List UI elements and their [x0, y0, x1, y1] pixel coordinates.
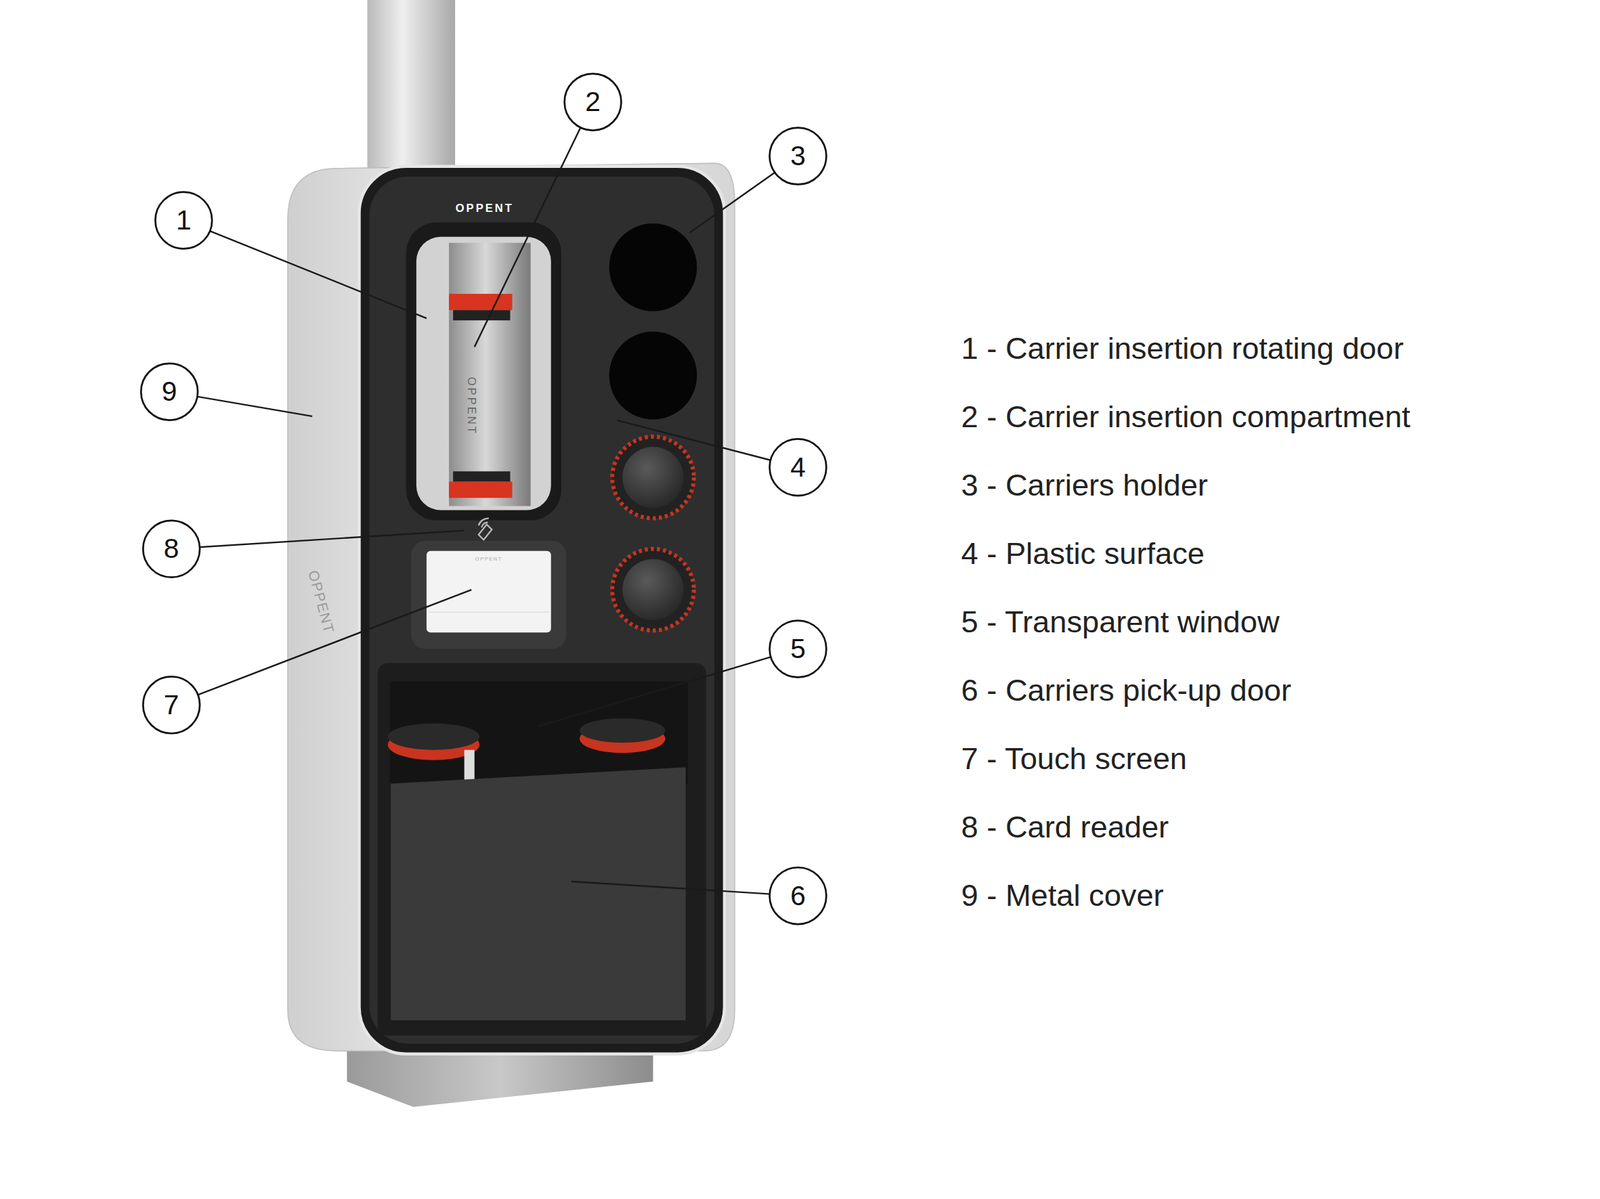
carrier-brand: OPPENT [465, 377, 478, 436]
screen-line [428, 611, 550, 613]
callout-circle: 5 [768, 619, 828, 679]
carrier-ring [448, 293, 512, 311]
carrier-knob [622, 446, 684, 508]
pole [367, 0, 456, 179]
callout-number: 8 [141, 519, 201, 579]
carrier-compartment [448, 243, 531, 507]
callout-circle: 7 [141, 675, 201, 735]
legend-entry: 2 - Carrier insertion compartment [961, 402, 1411, 433]
legend-entry: 9 - Metal cover [961, 880, 1164, 912]
callout-number: 6 [768, 866, 828, 925]
legend-entry: 4 - Plastic surface [961, 538, 1205, 570]
callout-number: 4 [768, 438, 828, 497]
leader-line [537, 648, 798, 727]
callout-number: 2 [563, 72, 623, 132]
callout-circle: 4 [768, 438, 828, 497]
touch-screen-housing [411, 541, 567, 650]
carrier-ring [452, 310, 510, 321]
callout-circle: 2 [563, 72, 623, 132]
carrier-ring [448, 481, 512, 498]
callout-circle: 8 [141, 519, 201, 579]
touch-screen [426, 551, 552, 634]
callout-number: 3 [768, 126, 828, 186]
carrier-knob [612, 549, 695, 632]
leader-line [474, 102, 594, 348]
carrier-knob [612, 436, 695, 519]
insertion-slot [406, 222, 562, 521]
callout-circle: 1 [154, 190, 214, 250]
legend-entry: 3 - Carriers holder [961, 470, 1208, 502]
callout-number: 7 [141, 675, 201, 735]
callout-number: 1 [154, 190, 214, 250]
bottom-bay [377, 663, 707, 1036]
callout-circle: 6 [768, 866, 828, 925]
carrier-hole [609, 223, 698, 312]
front-frame [358, 166, 725, 1055]
leader-line [571, 881, 799, 896]
legend-entry: 8 - Card reader [961, 812, 1170, 843]
carrier [579, 718, 666, 743]
card-reader-icon [478, 518, 493, 541]
leader-line [171, 530, 465, 550]
legend-entry: 1 - Carrier insertion rotating door [961, 333, 1404, 365]
metal-cover [287, 163, 735, 1051]
pick-up-door [390, 767, 686, 1021]
callout-number: 9 [139, 362, 199, 422]
brand-logo: OPPENT [455, 202, 514, 214]
rotating-door [416, 236, 552, 511]
carrier-knob [622, 559, 684, 621]
carrier [387, 723, 481, 750]
legend-entry: 6 - Carriers pick-up door [961, 675, 1292, 707]
carrier-strap [464, 750, 475, 781]
legend-entry: 5 - Transparent window [961, 607, 1280, 638]
callout-circle: 3 [768, 126, 828, 186]
plastic-surface [369, 176, 715, 1045]
leader-line [183, 220, 427, 319]
carrier-hole [609, 331, 698, 420]
legend-entry: 7 - Touch screen [961, 744, 1187, 775]
screen-brand: OPPENT [475, 556, 503, 562]
carrier-ring [452, 471, 510, 482]
callout-number: 5 [768, 619, 828, 679]
callout-circle: 9 [139, 362, 199, 422]
